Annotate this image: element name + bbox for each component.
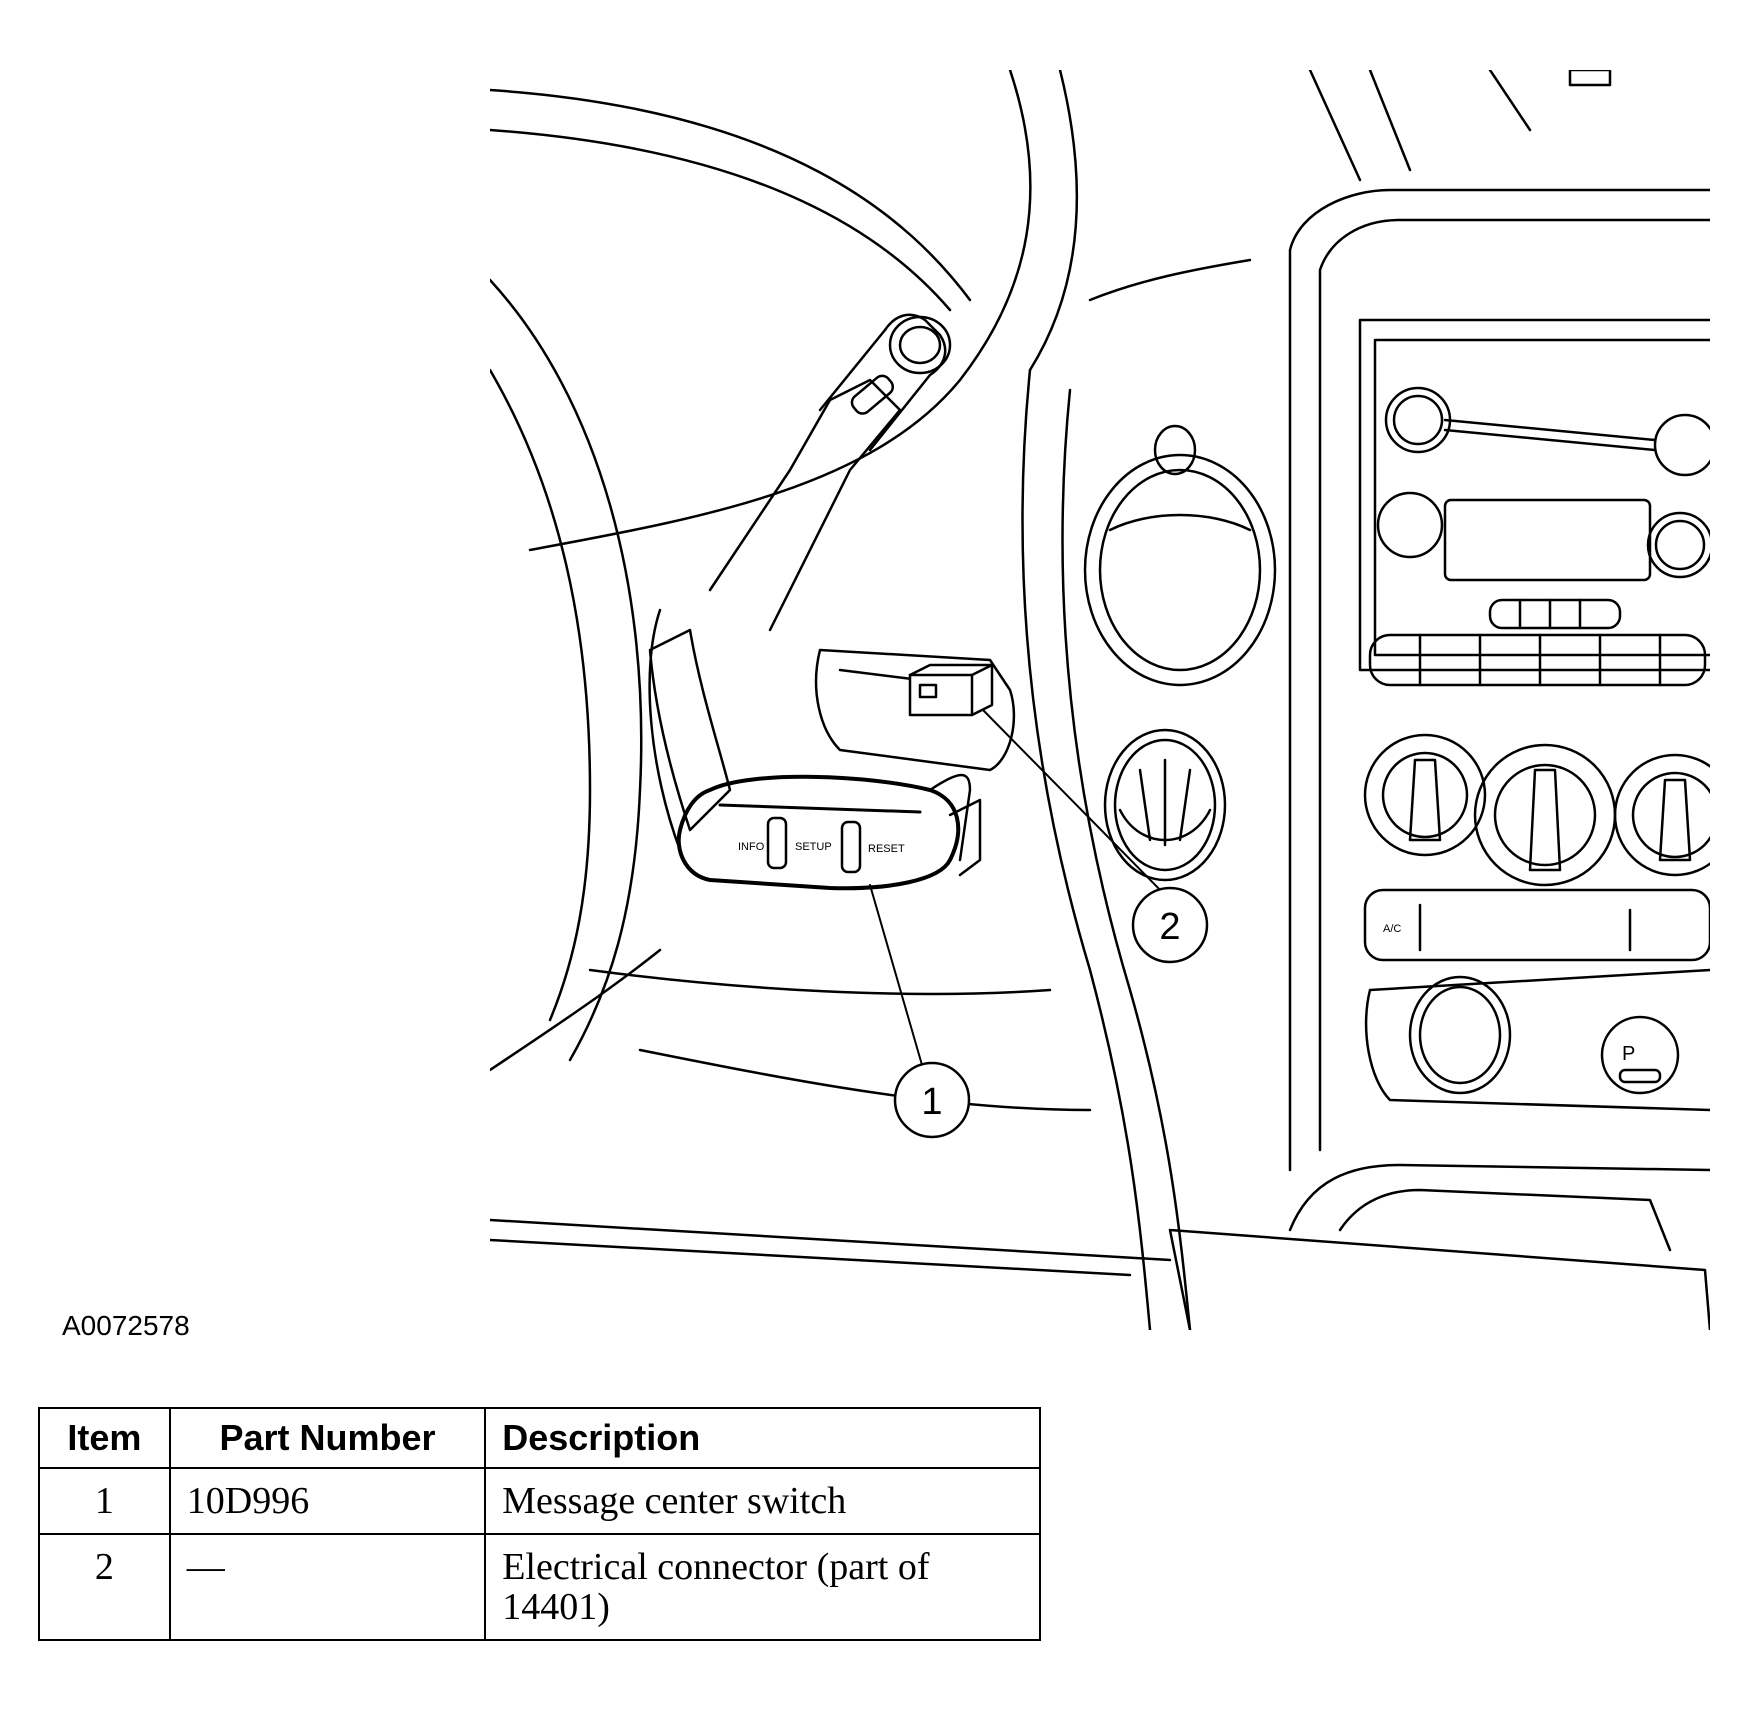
center-stack: A/C P — [1168, 70, 1710, 1330]
table-header-row: Item Part Number Description — [38, 1407, 1041, 1469]
svg-text:A/C: A/C — [1383, 923, 1401, 935]
figure-id: A0072578 — [62, 1310, 190, 1341]
row-part-number: — — [168, 1533, 487, 1641]
steering-wheel — [490, 88, 972, 1072]
callout-1: 1 — [893, 1061, 971, 1139]
parts-table: Item Part Number Description 1 10D996 Me… — [38, 1407, 1041, 1641]
row-item: 2 — [38, 1533, 171, 1641]
row-item: 1 — [38, 1467, 171, 1535]
svg-text:1: 1 — [921, 1081, 942, 1123]
dash-panel-lines — [490, 70, 1252, 1330]
svg-text:INFO: INFO — [738, 841, 765, 853]
svg-text:SETUP: SETUP — [795, 841, 832, 853]
leader-lines — [869, 709, 1171, 1066]
callout-2: 2 — [1131, 886, 1209, 964]
message-center-switch: INFO SETUP RESET — [676, 773, 982, 891]
svg-text:2: 2 — [1159, 906, 1180, 948]
header-item: Item — [38, 1407, 171, 1469]
table-row: 2 — Electrical connector (part of 14401) — [38, 1533, 1041, 1641]
svg-text:RESET: RESET — [868, 843, 905, 855]
svg-text:P: P — [1622, 1043, 1635, 1065]
air-vent-upper — [1083, 424, 1277, 687]
electrical-connector — [908, 663, 994, 717]
turn-signal-stalk — [648, 313, 952, 852]
air-vent-lower — [1103, 728, 1227, 882]
table-row: 1 10D996 Message center switch — [38, 1467, 1041, 1535]
header-part-number: Part Number — [168, 1407, 487, 1469]
row-description: Electrical connector (part of 14401) — [484, 1533, 1041, 1641]
row-part-number: 10D996 — [168, 1467, 487, 1535]
header-description: Description — [484, 1407, 1041, 1469]
row-description: Message center switch — [484, 1467, 1041, 1535]
dashboard-illustration: INFO SETUP RESET — [490, 70, 1710, 1330]
